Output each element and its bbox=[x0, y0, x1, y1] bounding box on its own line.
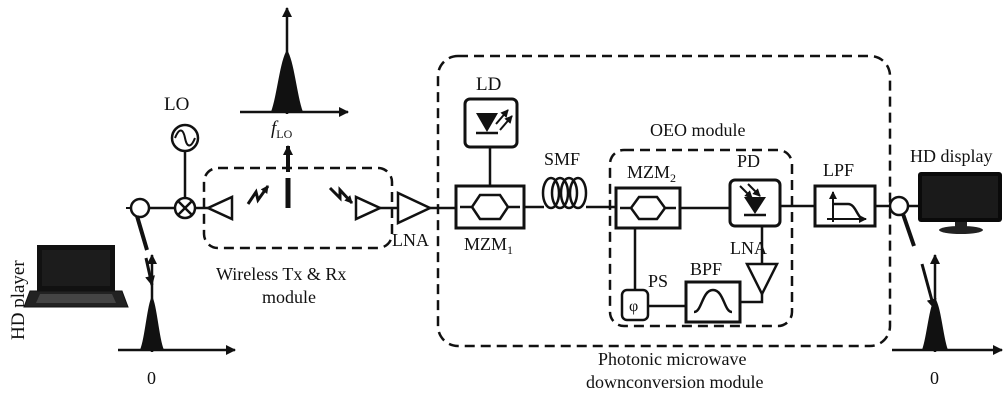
fiber-coil-icon bbox=[541, 176, 588, 210]
hd-player-label: HD player bbox=[8, 260, 29, 340]
spectrum-lo bbox=[240, 7, 349, 117]
wireless-label-line1: Wireless Tx & Rx bbox=[216, 264, 346, 284]
ps-label: PS bbox=[648, 271, 668, 291]
mzm1-label: MZM1 bbox=[464, 234, 513, 257]
oeo-module-box bbox=[608, 148, 794, 328]
photonic-module-box bbox=[436, 54, 892, 348]
photodiode-icon bbox=[728, 178, 782, 228]
hd-display-label: HD display bbox=[910, 146, 993, 166]
mzm2-modulator bbox=[614, 186, 682, 230]
smf-label: SMF bbox=[544, 149, 580, 169]
photonic-label-line1: Photonic microwave bbox=[598, 349, 746, 369]
lna-left-label: LNA bbox=[392, 230, 429, 250]
lowpass-filter-icon bbox=[813, 184, 877, 228]
svg-text:φ: φ bbox=[629, 298, 638, 315]
mzm2-label: MZM2 bbox=[627, 162, 676, 185]
antenna-icon bbox=[204, 195, 384, 221]
phase-shifter-icon: φ bbox=[620, 288, 650, 322]
amplifier-icon bbox=[396, 191, 433, 225]
lpf-label: LPF bbox=[823, 160, 854, 180]
bandpass-filter-icon bbox=[684, 280, 742, 324]
amplifier-icon-right bbox=[744, 262, 780, 297]
monitor-icon bbox=[918, 172, 1002, 234]
bpf-label: BPF bbox=[690, 259, 722, 279]
mixer-icon bbox=[173, 196, 197, 220]
laser-icon bbox=[463, 97, 519, 149]
splitter-circle-right bbox=[888, 195, 910, 217]
oeo-module-label: OEO module bbox=[650, 120, 745, 140]
wireless-module-box bbox=[202, 166, 394, 250]
lo-label: LO bbox=[164, 94, 189, 115]
wireless-label-line2: module bbox=[262, 287, 316, 307]
lna-right-label: LNA bbox=[730, 238, 767, 258]
photonic-label-line2: downconversion module bbox=[586, 372, 763, 392]
laptop-icon bbox=[23, 245, 129, 308]
oscillator-icon bbox=[170, 123, 200, 153]
mzm1-modulator bbox=[454, 184, 526, 230]
pd-label: PD bbox=[737, 151, 760, 171]
lightning-rx bbox=[328, 186, 354, 205]
spectrum-baseband-right bbox=[892, 254, 1003, 355]
ld-label: LD bbox=[476, 74, 501, 95]
splitter-circle-left bbox=[129, 197, 151, 219]
f-lo-label: fLO bbox=[271, 118, 293, 141]
zero-label-left: 0 bbox=[147, 368, 156, 388]
zero-label-right: 0 bbox=[930, 368, 939, 388]
lightning-tx bbox=[246, 185, 270, 205]
spectrum-baseband-left bbox=[118, 254, 236, 355]
